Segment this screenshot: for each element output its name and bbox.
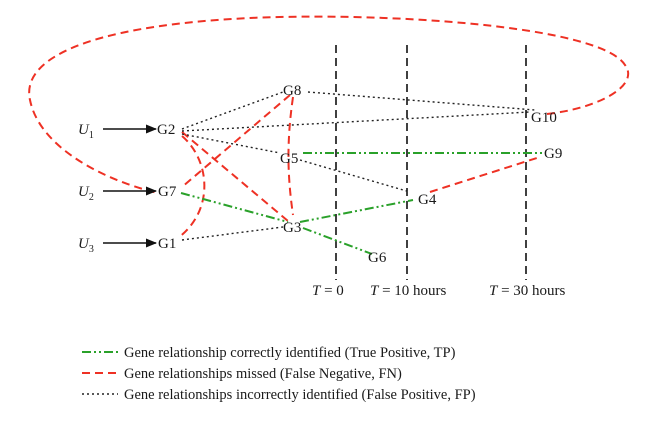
gene-node-g5: G5 xyxy=(280,151,298,167)
gene-node-g3: G3 xyxy=(283,220,301,236)
gene-node-g6: G6 xyxy=(368,250,387,266)
fp-edge-g5-g4 xyxy=(299,159,411,193)
fn-edge-g2-g1 xyxy=(177,135,206,239)
fp-edge-g1-g3 xyxy=(181,226,284,241)
legend-label-fn: Gene relationships missed (False Negativ… xyxy=(124,366,402,382)
fn-edge-g2-g3 xyxy=(181,131,289,222)
tp-edge-g7-g3 xyxy=(180,192,289,223)
gene-node-g4: G4 xyxy=(418,192,437,208)
input-label-u3: U3 xyxy=(78,236,94,255)
gene-node-g2: G2 xyxy=(157,122,175,138)
fp-edge-g8-g10 xyxy=(307,91,536,111)
fp-edge-g2-g8 xyxy=(181,91,284,130)
input-label-u1: U1 xyxy=(78,122,94,141)
legend: Gene relationship correctly identified (… xyxy=(82,345,476,403)
tp-edge-g3-g6 xyxy=(302,227,373,255)
fn-edge-g10-g7-loop xyxy=(28,15,630,194)
time-label-t30: T = 30 hours xyxy=(489,283,566,299)
fp-edge-g2-g5 xyxy=(181,133,281,154)
legend-label-fp: Gene relationships incorrectly identifie… xyxy=(124,387,476,403)
gene-node-g1: G1 xyxy=(158,236,176,252)
gene-node-g9: G9 xyxy=(544,146,562,162)
legend-label-tp: Gene relationship correctly identified (… xyxy=(124,345,456,361)
fn-edge-g4-g9 xyxy=(429,156,541,193)
input-label-u2: U2 xyxy=(78,184,94,203)
tp-edge-g3-g4 xyxy=(299,199,414,223)
fp-edge-g2-g10 xyxy=(181,111,531,132)
gene-node-g7: G7 xyxy=(158,184,177,200)
time-label-t10: T = 10 hours xyxy=(370,283,447,299)
gene-node-g10: G10 xyxy=(531,110,557,126)
fn-edge-g8-g3 xyxy=(287,96,294,216)
time-label-t0: T = 0 xyxy=(312,283,344,299)
fn-edge-g8-g7 xyxy=(181,94,291,188)
gene-node-g8: G8 xyxy=(283,83,301,99)
